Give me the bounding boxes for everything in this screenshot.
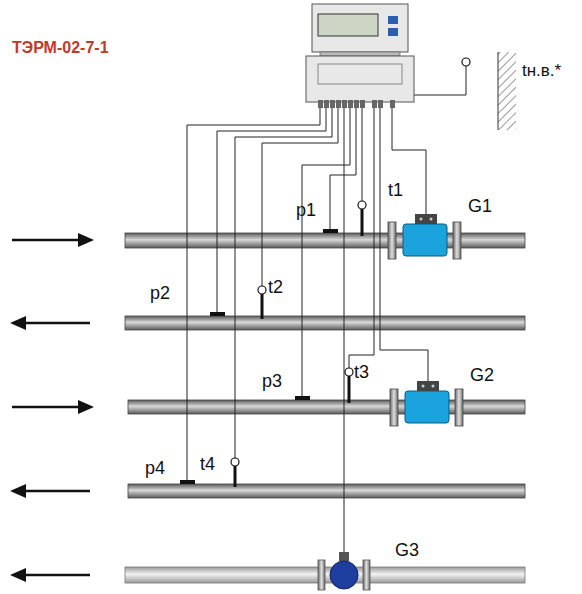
- sensor-label: p2: [150, 283, 170, 304]
- sensor-label: p1: [296, 200, 316, 221]
- water-meter: [318, 552, 370, 590]
- sensor-label: G3: [395, 540, 419, 561]
- temperature-sensors: [231, 58, 470, 487]
- signal-wires: [187, 66, 466, 552]
- pipes: [125, 233, 525, 583]
- sensor-label: t1: [388, 180, 403, 201]
- sensor-label: p4: [145, 458, 165, 479]
- sensor-label: G1: [468, 196, 492, 217]
- pressure-sensors: [180, 229, 338, 484]
- heat-calculator: [306, 4, 414, 108]
- sensor-label: p3: [262, 371, 282, 392]
- flowmeter: [390, 381, 463, 426]
- flowmeter: [388, 214, 461, 259]
- flow-arrows: [10, 233, 94, 582]
- sensor-label: tн.в.*: [522, 60, 561, 81]
- sensor-label: t4: [200, 454, 215, 475]
- sensor-label: t2: [268, 277, 283, 298]
- scheme-title: ТЭРМ-02-7-1: [12, 38, 109, 58]
- sensor-label: G2: [470, 365, 494, 386]
- sensor-label: t3: [354, 362, 369, 383]
- outdoor-wall: [498, 52, 516, 130]
